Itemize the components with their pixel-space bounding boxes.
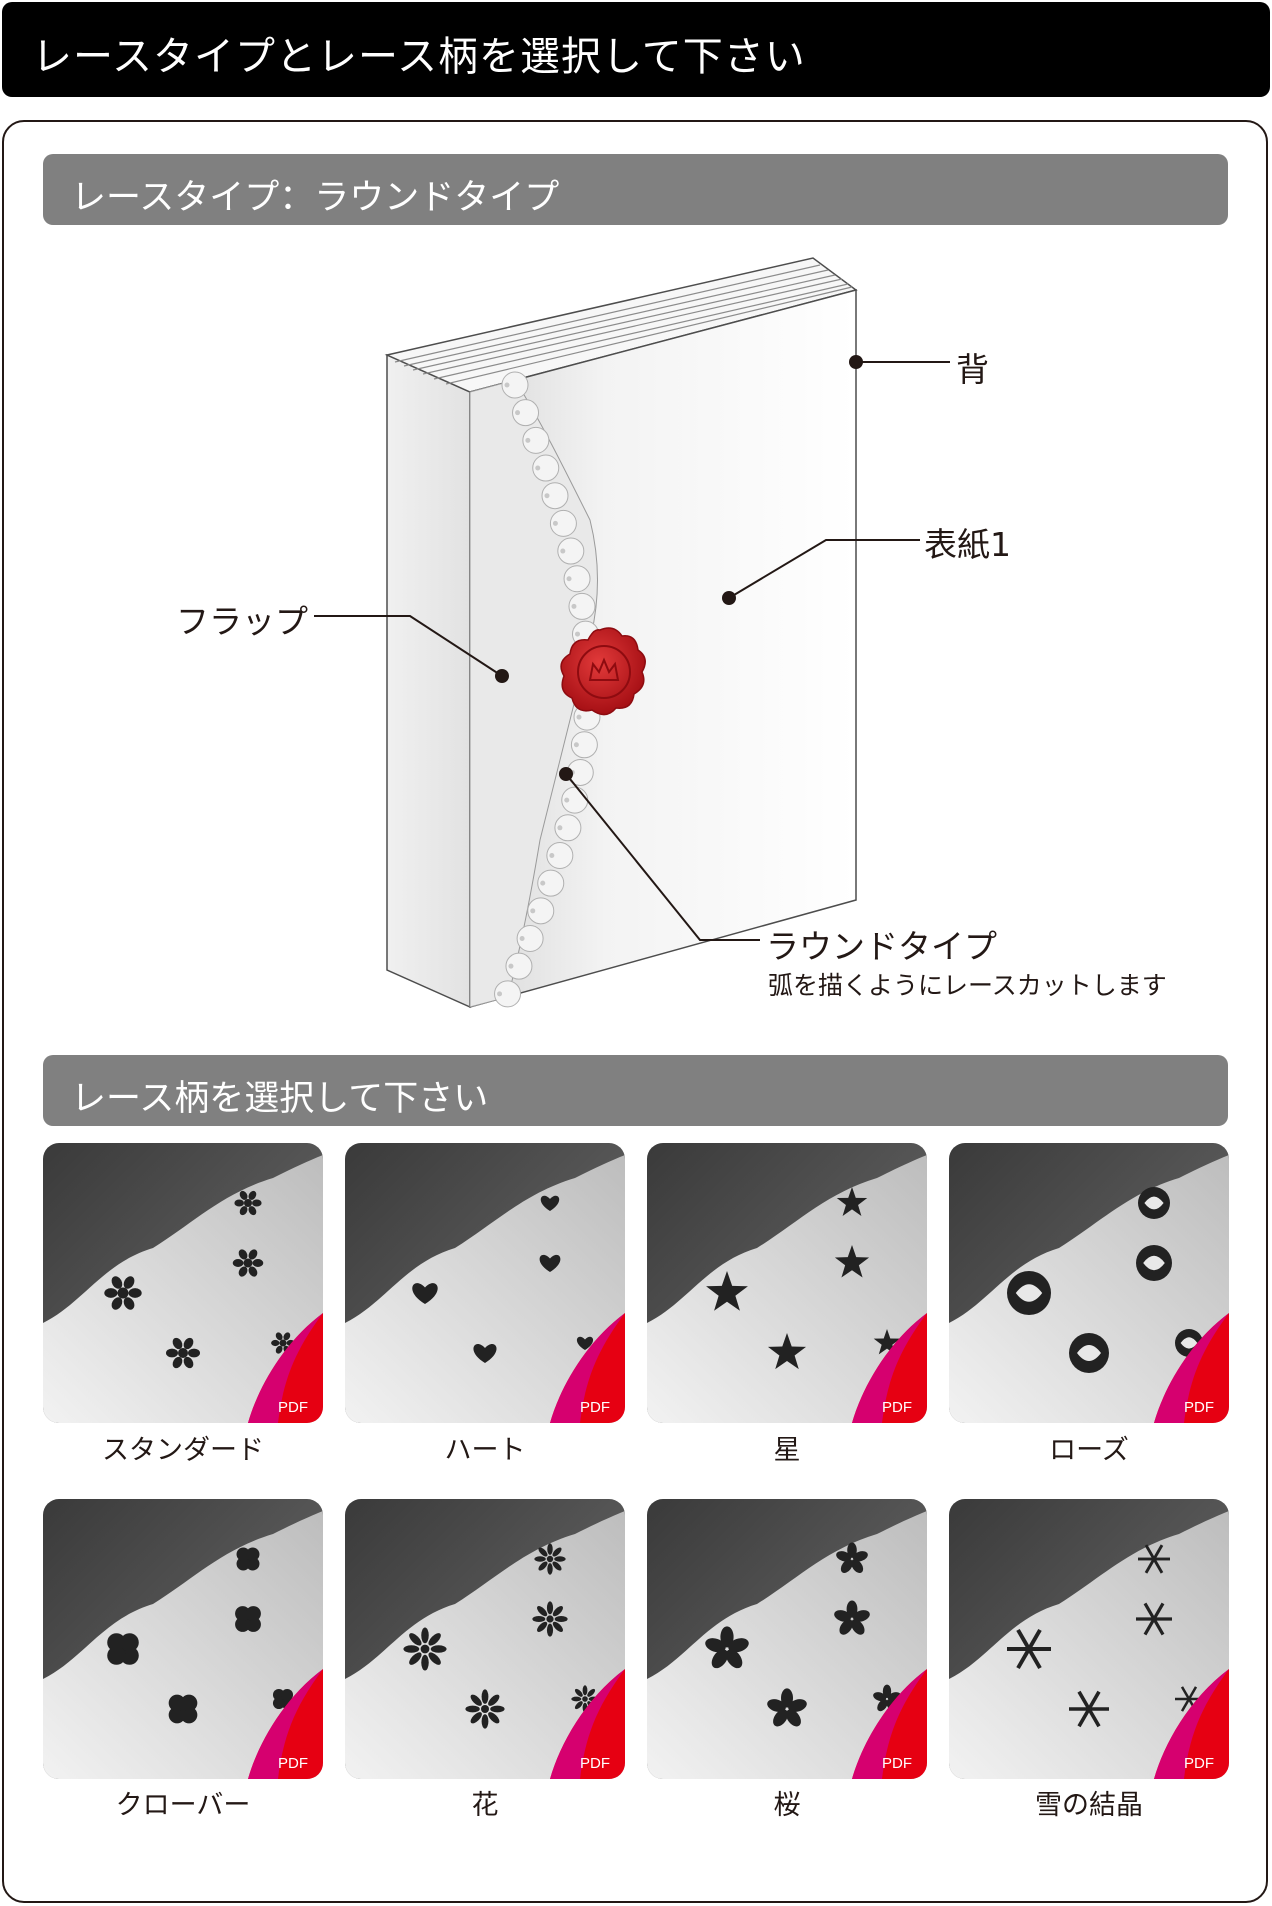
pattern-thumb-standard[interactable]: PDF — [43, 1143, 323, 1423]
header-bar: レースタイプとレース柄を選択して下さい — [2, 2, 1270, 97]
svg-text:PDF: PDF — [580, 1399, 610, 1416]
svg-text:PDF: PDF — [882, 1399, 912, 1416]
pattern-label-sakura: 桜 — [773, 1790, 801, 1821]
snowflake-lace-photo: PDF — [949, 1499, 1229, 1779]
heart-lace-photo: PDF — [345, 1143, 625, 1423]
pattern-thumb-heart[interactable]: PDF — [345, 1143, 625, 1423]
pattern-label-snowflake: 雪の結晶 — [1035, 1790, 1143, 1821]
section-header-lace-pattern: レース柄を選択して下さい — [43, 1055, 1228, 1126]
lace-edge — [494, 371, 602, 1008]
star-lace-photo: PDF — [647, 1143, 927, 1423]
svg-text:PDF: PDF — [580, 1755, 610, 1772]
daisy-lace-photo: PDF — [345, 1499, 625, 1779]
book-diagram: 背 表紙1 フラップ ラウンドタイプ 弧を描くようにレースカットします — [0, 230, 1272, 1030]
callout-round-type: ラウンドタイプ — [766, 927, 997, 966]
svg-text:PDF: PDF — [1184, 1755, 1214, 1772]
pattern-label-clover: クローバー — [115, 1790, 251, 1821]
pattern-thumb-rose[interactable]: PDF — [949, 1143, 1229, 1423]
rose-lace-photo: PDF — [949, 1143, 1229, 1423]
pdf-badge-icon: PDF — [852, 1669, 927, 1779]
svg-text:PDF: PDF — [1184, 1399, 1214, 1416]
callout-cover: 表紙1 — [924, 525, 1011, 564]
pattern-label-rose: ローズ — [1049, 1435, 1129, 1466]
svg-text:PDF: PDF — [278, 1399, 308, 1416]
book-illustration — [314, 257, 950, 1009]
page-title: レースタイプとレース柄を選択して下さい — [32, 34, 806, 80]
callout-round-type-desc: 弧を描くようにレースカットします — [768, 971, 1167, 1000]
page-lines — [394, 264, 853, 385]
pdf-badge-icon: PDF — [248, 1313, 323, 1423]
sakura-lace-photo: PDF — [647, 1499, 927, 1779]
pattern-thumb-flower[interactable]: PDF — [345, 1499, 625, 1779]
section-title-lace-type: レースタイプ：ラウンドタイプ — [71, 178, 560, 218]
pattern-thumb-sakura[interactable]: PDF — [647, 1499, 927, 1779]
callout-lines — [314, 361, 950, 941]
callout-dots — [495, 355, 863, 781]
pattern-label-standard: スタンダード — [102, 1435, 264, 1466]
callout-flap: フラップ — [176, 602, 308, 641]
pdf-badge-icon: PDF — [1154, 1313, 1229, 1423]
clover-lace-photo: PDF — [43, 1499, 323, 1779]
pdf-badge-icon: PDF — [550, 1669, 625, 1779]
pdf-badge-icon: PDF — [852, 1313, 927, 1423]
callout-spine: 背 — [956, 350, 989, 389]
pattern-thumb-clover[interactable]: PDF — [43, 1499, 323, 1779]
book-side — [386, 353, 471, 1009]
pdf-badge-icon: PDF — [1154, 1669, 1229, 1779]
svg-text:PDF: PDF — [278, 1755, 308, 1772]
pattern-label-star: 星 — [773, 1435, 801, 1466]
pattern-label-heart: ハート — [444, 1435, 526, 1466]
pattern-label-flower: 花 — [471, 1790, 499, 1821]
section-header-lace-type: レースタイプ：ラウンドタイプ — [43, 154, 1228, 225]
section-title-lace-pattern: レース柄を選択して下さい — [71, 1079, 489, 1119]
pdf-badge-icon: PDF — [248, 1669, 323, 1779]
pdf-badge-icon: PDF — [550, 1313, 625, 1423]
wax-seal-icon — [560, 627, 646, 716]
pattern-thumb-star[interactable]: PDF — [647, 1143, 927, 1423]
flower-dots-lace-photo: PDF — [43, 1143, 323, 1423]
svg-text:PDF: PDF — [882, 1755, 912, 1772]
pattern-thumb-snowflake[interactable]: PDF — [949, 1499, 1229, 1779]
